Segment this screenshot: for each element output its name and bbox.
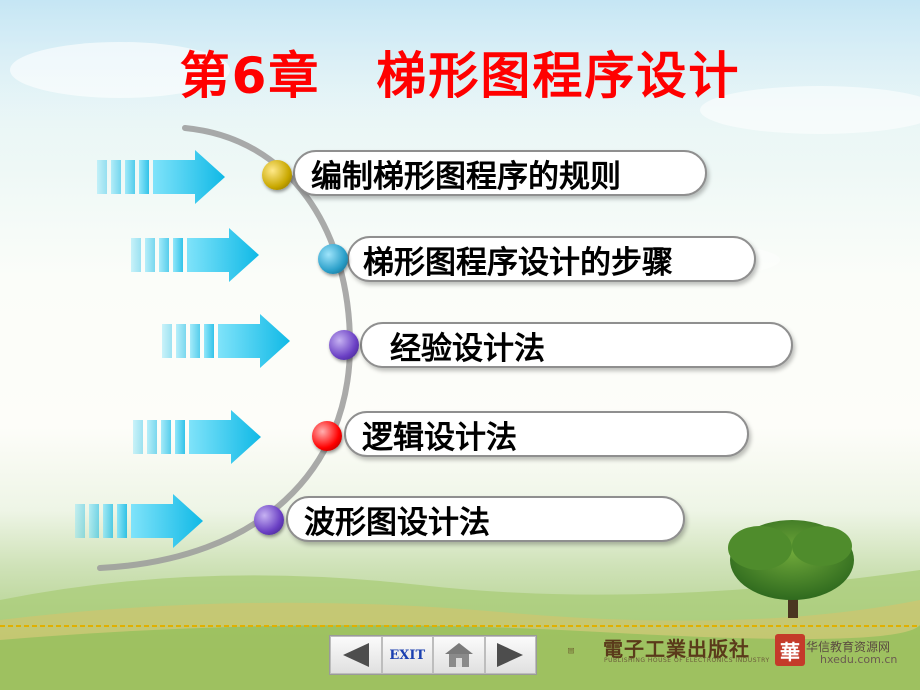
prev-button[interactable] <box>330 636 382 674</box>
arrow-right-icon <box>131 228 259 282</box>
page-title: 第6章梯形图程序设计 <box>0 36 920 108</box>
arrow-right-icon <box>162 314 290 368</box>
menu-item-logic[interactable]: 逻辑设计法 <box>344 411 749 457</box>
tree-icon <box>728 520 854 618</box>
menu-item-label: 梯形图程序设计的步骤 <box>363 244 673 281</box>
publisher-name: 電子工業出版社 <box>603 637 750 661</box>
exit-label: EXIT <box>389 647 426 663</box>
menu-item-label: 编制梯形图程序的规则 <box>311 158 621 195</box>
menu-item-waveform[interactable]: 波形图设计法 <box>286 496 685 542</box>
menu-item-label: 经验设计法 <box>390 330 545 367</box>
title-chapter: 第6章 <box>179 47 321 105</box>
home-icon <box>444 643 473 667</box>
menu-item-label: 波形图设计法 <box>304 504 490 541</box>
menu-item-experience[interactable]: 经验设计法 <box>360 322 793 368</box>
arrow-right-icon <box>133 410 261 464</box>
triangle-right-icon <box>497 643 524 667</box>
exit-button[interactable]: EXIT <box>381 636 433 674</box>
site-url[interactable]: hxedu.com.cn <box>820 653 898 666</box>
arrow-right-icon <box>97 150 225 204</box>
menu-item-rules[interactable]: 编制梯形图程序的规则 <box>293 150 707 196</box>
publisher-english-name: PUBLISHING HOUSE OF ELECTRONICS INDUSTRY <box>604 657 770 664</box>
site-logo: 華 <box>775 634 805 666</box>
bullet-icon <box>262 160 292 190</box>
publisher-logo-icon <box>568 647 574 654</box>
bullet-icon <box>318 244 348 274</box>
arrow-right-icon <box>75 494 203 548</box>
title-text: 梯形图程序设计 <box>376 47 741 105</box>
menu-item-steps[interactable]: 梯形图程序设计的步骤 <box>347 236 756 282</box>
bullet-icon <box>329 330 359 360</box>
site-name[interactable]: 华信教育资源网 <box>806 640 891 654</box>
navigation-bar: EXIT <box>329 635 537 675</box>
menu-item-label: 逻辑设计法 <box>362 419 517 456</box>
bullet-icon <box>312 421 342 451</box>
next-button[interactable] <box>484 636 536 674</box>
bullet-icon <box>254 505 284 535</box>
triangle-left-icon <box>342 643 369 667</box>
home-button[interactable] <box>433 636 485 674</box>
